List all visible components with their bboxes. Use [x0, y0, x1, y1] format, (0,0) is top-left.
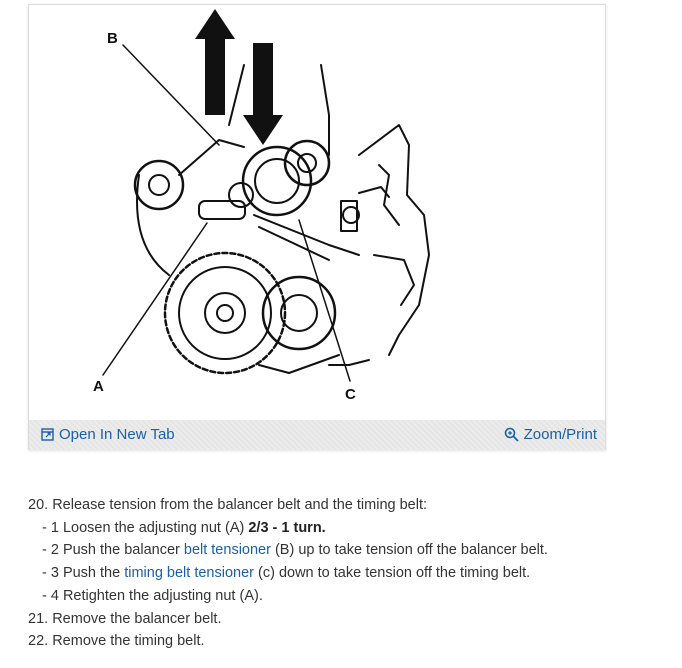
step-number: 22. [28, 633, 49, 650]
substep-1: - 1 Loosen the adjusting nut (A) 2/3 - 1… [28, 517, 548, 540]
step-text: Remove the balancer belt. [52, 610, 222, 627]
substep-text: - 3 Push the [42, 565, 125, 582]
step-20: 20. Release tension from the balancer be… [28, 494, 548, 517]
substep-emphasis: 2/3 - 1 turn. [248, 519, 326, 536]
timing-belt-tensioner-link[interactable]: timing belt tensioner [124, 565, 254, 582]
magnifier-icon [504, 427, 519, 442]
step-number: 21. [28, 610, 49, 627]
instruction-steps: 20. Release tension from the balancer be… [28, 494, 548, 653]
open-in-new-tab-label: Open In New Tab [59, 426, 175, 443]
substep-2: - 2 Push the balancer belt tensioner (B)… [28, 539, 548, 562]
substep-text: - 4 Retighten the adjusting nut (A). [42, 587, 263, 604]
substep-text: (c) down to take tension off the timing … [253, 565, 531, 582]
belt-tensioner-link[interactable]: belt tensioner [183, 542, 271, 559]
zoom-print-label: Zoom/Print [523, 426, 597, 443]
figure-toolbar: Open In New Tab Zoom/Print [29, 420, 605, 450]
step-text: Release tension from the balancer belt a… [52, 497, 428, 513]
label-a: A [93, 378, 104, 395]
substep-text: (B) up to take tension off the balancer … [270, 542, 548, 559]
diagram-figure: B A C Open In New Tab Zoom/Print [28, 4, 606, 450]
step-21: 21. Remove the balancer belt. [28, 608, 548, 631]
step-number: 20. [28, 497, 49, 513]
label-c: C [345, 386, 356, 403]
substep-3: - 3 Push the timing belt tensioner (c) d… [28, 562, 548, 585]
substep-text: - 2 Push the balancer [42, 542, 184, 559]
substep-text: - 1 Loosen the adjusting nut (A) [42, 519, 249, 536]
label-b: B [107, 30, 118, 47]
zoom-print-link[interactable]: Zoom/Print [504, 426, 597, 443]
step-22: 22. Remove the timing belt. [28, 630, 548, 653]
external-window-icon [41, 428, 54, 441]
open-in-new-tab-link[interactable]: Open In New Tab [41, 426, 175, 443]
step-text: Remove the timing belt. [52, 633, 205, 650]
balancer-belt-diagram: B A C [93, 9, 430, 403]
substep-4: - 4 Retighten the adjusting nut (A). [28, 585, 548, 608]
